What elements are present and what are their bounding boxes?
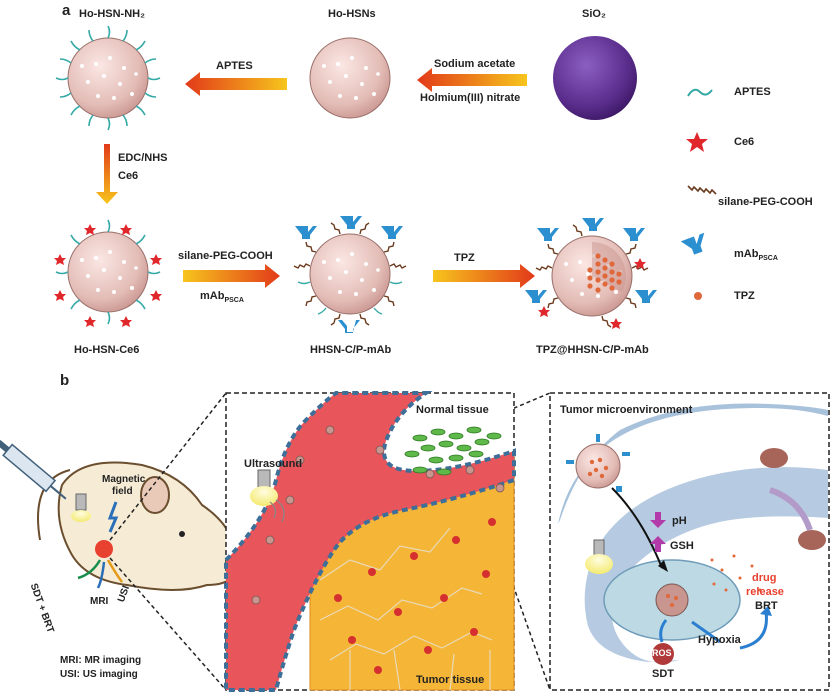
- particle-ho-hsn-ce6: [54, 219, 162, 327]
- label-ho-hsns: Ho-HSNs: [328, 8, 376, 20]
- label-drug: drug: [752, 572, 777, 584]
- label-ce6-arrow: Ce6: [118, 170, 139, 182]
- label-holmium-nitrate: Holmium(III) nitrate: [420, 92, 521, 104]
- tme-ultrasound-probe: [585, 539, 613, 574]
- label-mri: MRI: [90, 596, 109, 607]
- ros-arrow: [659, 619, 668, 643]
- particle-hhsn-c-p-mab: [293, 216, 407, 333]
- abbrev-usi: USI: US imaging: [60, 669, 138, 680]
- label-normal-tissue: Normal tissue: [416, 404, 489, 416]
- legend-ce6-label: Ce6: [734, 136, 755, 148]
- legend-mab-icon: [680, 232, 705, 255]
- arrow-tpz: [433, 264, 535, 288]
- legend-peg-label: silane-PEG-COOH: [718, 196, 813, 208]
- legend-aptes-icon: [687, 88, 713, 97]
- label-edc-nhs: EDC/NHS: [118, 152, 168, 164]
- particle-sio2: [553, 36, 637, 120]
- abbrev-mri: MRI: MR imaging: [60, 655, 142, 666]
- label-ho-hsn-nh2: Ho-HSN-NH₂: [79, 8, 145, 20]
- vessel-ultrasound-probe: [250, 469, 285, 523]
- label-magnetic: Magnetic: [102, 474, 146, 485]
- label-tpz-hhsn: TPZ@HHSN-C/P-mAb: [536, 344, 649, 356]
- hypoxia-arrow: [691, 620, 721, 644]
- zoom-line-top: [109, 392, 227, 541]
- internalization-arrow: [611, 487, 663, 569]
- particle-ho-hsns: [309, 37, 391, 119]
- label-aptes-arrow: APTES: [216, 60, 253, 72]
- legend-tpz-label: TPZ: [734, 290, 755, 302]
- label-ph: pH: [672, 515, 687, 527]
- mouse-illustration: [0, 439, 239, 591]
- label-field: field: [112, 486, 133, 497]
- ph-arrow: [650, 512, 666, 528]
- label-sio2: SiO₂: [582, 8, 606, 20]
- legend-ce6-icon: [686, 132, 708, 152]
- label-silane-peg-arrow: silane-PEG-COOH: [178, 250, 273, 262]
- label-tme: Tumor microenvironment: [560, 404, 693, 416]
- arrow-edc-nhs: [96, 144, 118, 204]
- label-brt: BRT: [755, 600, 778, 612]
- legend-peg-icon: [687, 185, 717, 195]
- vessel-nanoparticles: [251, 425, 505, 605]
- legend-aptes-label: APTES: [734, 86, 771, 98]
- label-tpz-arrow: TPZ: [454, 252, 475, 264]
- panel-a-label: a: [62, 2, 71, 19]
- label-tumor-tissue: Tumor tissue: [416, 674, 485, 686]
- panel-b-label: b: [60, 372, 70, 389]
- normal-tissue-cells: [404, 426, 502, 476]
- legend-mab-label: mAbPSCA: [734, 248, 778, 263]
- drug-release-dots: [710, 554, 762, 592]
- mitochondria: [760, 448, 826, 550]
- particle-tpz-hhsn: [525, 218, 657, 329]
- tme-nanoparticle: [566, 434, 630, 492]
- particle-ho-hsn-nh2: [55, 25, 161, 131]
- tumor-site: [95, 540, 113, 558]
- arrow-aptes: [185, 72, 287, 96]
- nucleus-particle: [655, 583, 689, 617]
- label-gsh: GSH: [670, 540, 694, 552]
- arrow-sodium-acetate: [417, 68, 527, 92]
- arrow-silane-peg: [183, 264, 280, 288]
- label-ultrasound: Ultrasound: [244, 458, 303, 470]
- zoom-line-bottom: [109, 557, 227, 691]
- label-sdt: SDT: [652, 668, 674, 680]
- label-ho-hsn-ce6: Ho-HSN-Ce6: [74, 344, 140, 356]
- label-hhsn: HHSN-C/P-mAb: [310, 344, 392, 356]
- label-ros: ROS: [652, 648, 672, 658]
- label-sodium-acetate: Sodium acetate: [434, 58, 516, 70]
- brt-arrow: [739, 611, 768, 650]
- ros-bubble: [652, 643, 674, 665]
- gsh-arrow: [650, 536, 666, 552]
- legend-tpz-icon: [694, 292, 702, 300]
- label-release: release: [746, 586, 784, 598]
- cell-membrane: [558, 403, 828, 663]
- label-hypoxia: Hypoxia: [698, 634, 741, 646]
- label-mab-arrow: mAbPSCA: [200, 290, 244, 305]
